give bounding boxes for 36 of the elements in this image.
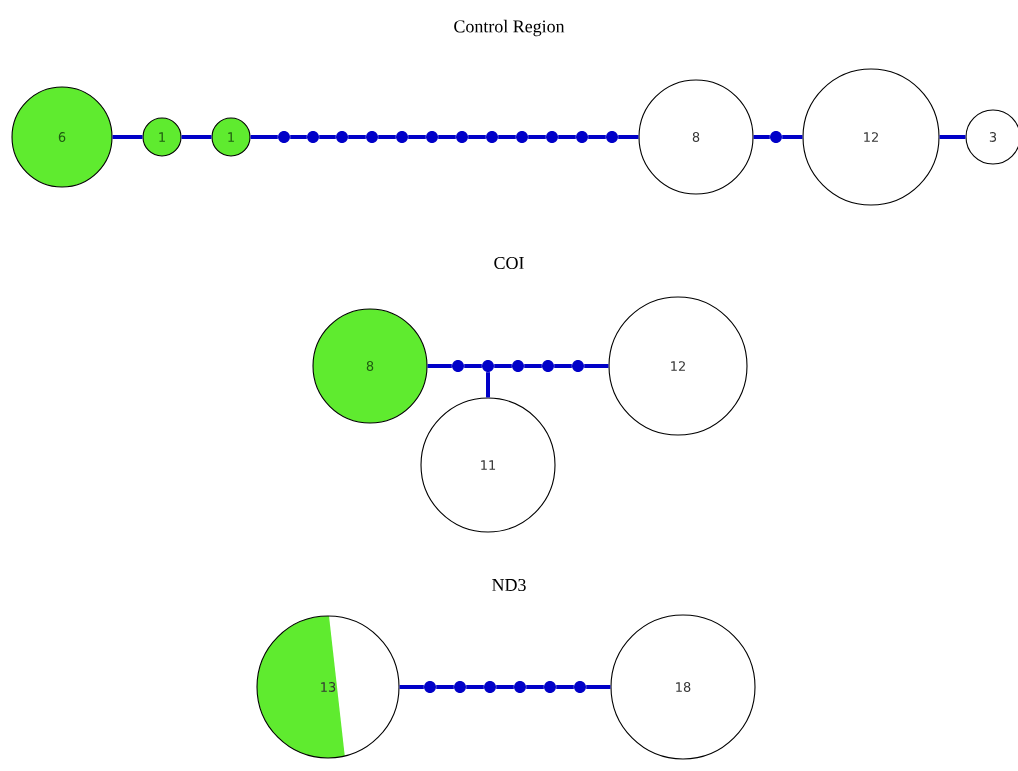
section-heading: COI [494, 256, 524, 269]
link-line [486, 372, 490, 398]
link-line [464, 364, 482, 368]
link-line [496, 685, 514, 689]
link-line [753, 135, 770, 139]
link-line [466, 685, 484, 689]
link-line [468, 135, 486, 139]
section-heading: ND3 [492, 578, 526, 591]
link-line [498, 135, 516, 139]
link-line [586, 685, 611, 689]
link-line [436, 685, 454, 689]
link-line [558, 135, 576, 139]
link-line [438, 135, 456, 139]
link-line [250, 135, 278, 139]
haplotype-pie: 13 [256, 615, 400, 759]
link-line [319, 135, 336, 139]
link-line [618, 135, 639, 139]
link-line [526, 685, 544, 689]
link-line [588, 135, 606, 139]
link-line [939, 135, 966, 139]
section-heading: Control Region [454, 19, 565, 37]
link-line [427, 364, 452, 368]
link-line [378, 135, 396, 139]
link-line [348, 135, 366, 139]
link-line [528, 135, 546, 139]
link-line [584, 364, 609, 368]
link-line [782, 135, 803, 139]
link-line [554, 364, 572, 368]
link-line [112, 135, 143, 139]
link-line [290, 135, 307, 139]
link-line [556, 685, 574, 689]
link-line [181, 135, 212, 139]
link-line [399, 685, 424, 689]
link-line [494, 364, 512, 368]
link-line [408, 135, 426, 139]
link-line [524, 364, 542, 368]
